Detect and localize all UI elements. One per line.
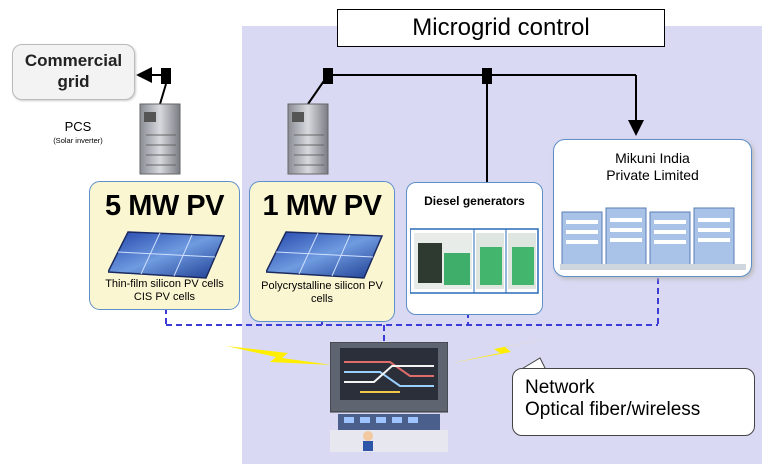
pv-1mw-note1: Polycrystalline silicon PV bbox=[261, 280, 383, 292]
pv-5mw-note2: CIS PV cells bbox=[133, 291, 196, 303]
pcs-label: PCS bbox=[64, 119, 92, 134]
solar-panel-2-icon bbox=[266, 231, 384, 279]
pv-5mw-note1: Thin-film silicon PV cells bbox=[105, 278, 224, 290]
control-node-1 bbox=[323, 68, 333, 84]
pv-1mw-note2: cells bbox=[310, 293, 333, 305]
pv-1mw-title: 1 MW PV bbox=[262, 190, 382, 222]
pv-1mw-box: 1 MW PV Polycrystalline silicon PV cells bbox=[249, 181, 395, 322]
diesel-generators-box: Diesel generators bbox=[406, 182, 543, 315]
network-line2: Optical fiber/wireless bbox=[525, 399, 701, 420]
commercial-grid-box: Commercial grid bbox=[12, 44, 135, 100]
control-room-icon bbox=[330, 342, 448, 452]
mikuni-label: Mikuni India Private Limited bbox=[554, 150, 751, 184]
control-node-2 bbox=[482, 68, 492, 84]
grid-label-line2: grid bbox=[57, 72, 90, 91]
microgrid-control-title: Microgrid control bbox=[337, 9, 665, 47]
diesel-label: Diesel generators bbox=[424, 194, 525, 208]
mikuni-box: Mikuni India Private Limited bbox=[553, 139, 752, 277]
wireless-bolt-left bbox=[226, 346, 332, 365]
factory-buildings-icon bbox=[560, 207, 746, 270]
grid-label-line1: Commercial bbox=[24, 51, 123, 70]
grid-pcs-link bbox=[159, 83, 167, 105]
pv-5mw-box: 5 MW PV Thin-film silicon PV cells CIS P… bbox=[89, 181, 240, 310]
pcs-inverter-icon bbox=[139, 103, 181, 175]
network-callout: Network Optical fiber/wireless bbox=[512, 368, 755, 436]
network-line1: Network bbox=[525, 377, 595, 398]
pcs-sublabel: (Solar inverter) bbox=[53, 136, 103, 145]
wireless-bolt-right bbox=[452, 338, 550, 363]
grid-node bbox=[161, 68, 171, 84]
pcs-inverter-2-icon bbox=[287, 103, 329, 175]
mikuni-label-line1: Mikuni India bbox=[615, 150, 690, 166]
solar-panel-icon bbox=[108, 231, 226, 279]
diesel-generator-icon bbox=[410, 228, 539, 294]
pv-5mw-title: 5 MW PV bbox=[105, 190, 224, 222]
mikuni-label-line2: Private Limited bbox=[606, 167, 699, 183]
